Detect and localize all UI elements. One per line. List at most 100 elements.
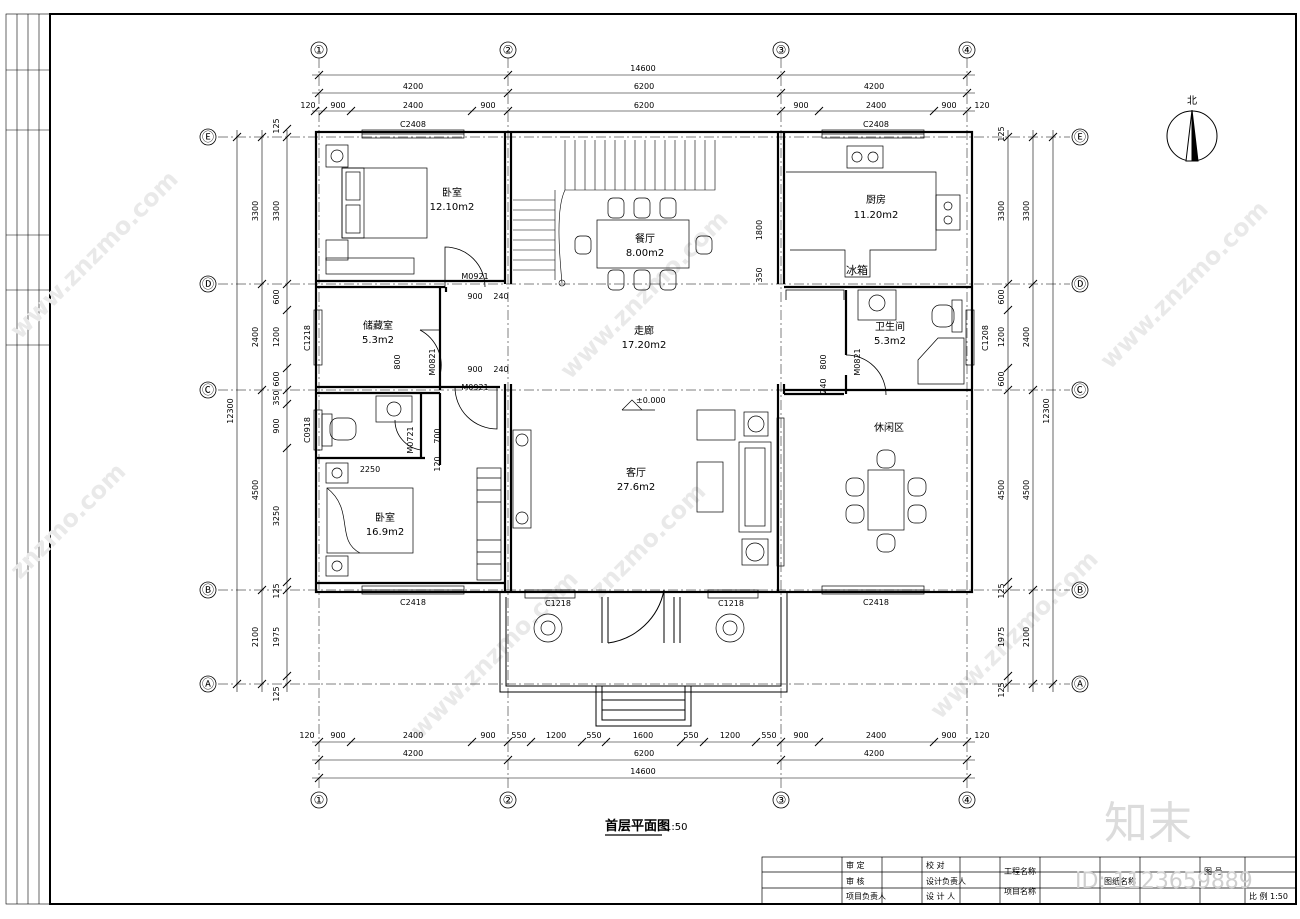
bed-1 <box>325 144 428 275</box>
room-name-storage: 储藏室 <box>363 319 393 332</box>
dim-left-detail-4: 600 <box>272 371 281 386</box>
fridge-label: 冰箱 <box>846 263 868 277</box>
tb-label-10: 比 例 <box>1249 891 1268 901</box>
small-dim-7: 700 <box>433 428 442 443</box>
axis-label-right-e: Ⓔ <box>1074 130 1086 144</box>
dim-bottom-detail-5: 1200 <box>546 731 566 740</box>
axis-label-bottom-1: ① <box>314 793 325 807</box>
axis-label-right-d: Ⓓ <box>1074 277 1086 291</box>
room-area-living: 27.6m2 <box>617 482 655 493</box>
kitchen-counter <box>786 145 961 278</box>
dim-left-row-1: 3300 <box>251 201 260 221</box>
axis-bubbles <box>199 41 1089 809</box>
dim-right-row-2: 2400 <box>1022 327 1031 347</box>
room-name-bathroom: 卫生间 <box>875 320 905 333</box>
room-name-bedroom-1: 卧室 <box>442 186 462 199</box>
opening-label-12: C1218 <box>718 599 744 608</box>
dim-top-detail-6: 2400 <box>866 101 886 110</box>
dim-left-detail-10: 125 <box>272 686 281 701</box>
dim-right-outer: 12300 <box>1042 398 1051 423</box>
opening-label-2: M0921 <box>461 272 488 281</box>
opening-label-7: C1208 <box>981 325 990 351</box>
opening-label-3: M0921 <box>461 383 488 392</box>
dim-left-row-4: 2100 <box>251 627 260 647</box>
dim-right-detail-6: 125 <box>997 583 1006 598</box>
dim-left-detail-7: 3250 <box>272 506 281 526</box>
room-name-kitchen: 厨房 <box>866 193 886 206</box>
living-room-furniture <box>512 409 785 567</box>
room-name-corridor: 走廊 <box>634 324 654 337</box>
porch <box>499 589 788 727</box>
tb-scale: 1:50 <box>1270 892 1288 901</box>
north-label: 北 <box>1187 95 1197 107</box>
axis-label-left-d: Ⓓ <box>202 277 214 291</box>
dim-left-detail-9: 1975 <box>272 627 281 647</box>
dim-left-detail-5: 350 <box>272 390 281 405</box>
dim-top-detail-4: 6200 <box>634 101 654 110</box>
room-area-storage: 5.3m2 <box>362 335 394 346</box>
opening-label-8: C0918 <box>303 417 312 443</box>
dim-top-detail-8: 120 <box>974 101 989 110</box>
dim-left-detail-3: 1200 <box>272 327 281 347</box>
dim-top-detail-3: 900 <box>480 101 495 110</box>
small-dim-4: 900 <box>467 365 482 374</box>
axis-label-bottom-4: ④ <box>962 793 973 807</box>
room-area-dining: 8.00m2 <box>626 248 664 259</box>
elevation-marker <box>621 399 655 411</box>
axis-label-top-2: ② <box>503 43 514 57</box>
bathroom-left-fixtures <box>321 395 413 447</box>
title-block <box>761 856 1297 905</box>
walls <box>314 130 974 594</box>
dim-top-detail-1: 900 <box>330 101 345 110</box>
axis-label-right-b: Ⓑ <box>1074 583 1086 597</box>
dim-bay-bottom-2: 6200 <box>634 749 654 758</box>
axis-label-bottom-3: ③ <box>776 793 787 807</box>
opening-label-0: C2408 <box>400 120 426 129</box>
tb-label-2: 项目负责人 <box>846 891 886 901</box>
dim-bay-top-1: 4200 <box>403 82 423 91</box>
dim-bottom-detail-1: 900 <box>330 731 345 740</box>
small-dim-11: 800 <box>819 354 828 369</box>
dim-bay-top-2: 6200 <box>634 82 654 91</box>
tb-label-1: 审 核 <box>846 876 865 886</box>
doors <box>394 246 887 451</box>
dim-bottom-detail-10: 550 <box>761 731 776 740</box>
small-dim-2: 900 <box>467 292 482 301</box>
dim-bottom-detail-3: 900 <box>480 731 495 740</box>
room-name-leisure: 休闲区 <box>874 421 904 434</box>
dim-bottom-detail-13: 900 <box>941 731 956 740</box>
dim-left-row-2: 2400 <box>251 327 260 347</box>
opening-label-6: C1218 <box>545 599 571 608</box>
small-dim-6: 800 <box>393 354 402 369</box>
dim-bottom-detail-11: 900 <box>793 731 808 740</box>
bed-2 <box>325 462 502 581</box>
dim-bottom-detail-2: 2400 <box>403 731 423 740</box>
dim-right-row-4: 2100 <box>1022 627 1031 647</box>
dim-right-detail-1: 3300 <box>997 201 1006 221</box>
small-dim-9: 2250 <box>360 465 380 474</box>
opening-label-13: C2418 <box>863 598 889 607</box>
room-area-kitchen: 11.20m2 <box>854 210 899 221</box>
small-dim-0: 1800 <box>755 220 764 240</box>
dim-right-detail-3: 1200 <box>997 327 1006 347</box>
id-overlay: ID: 1123659889 <box>1075 869 1253 894</box>
dim-bay-top-3: 4200 <box>864 82 884 91</box>
dim-bottom-detail-8: 550 <box>683 731 698 740</box>
elevation-label: ±0.000 <box>636 396 666 405</box>
drawing-title: 首层平面图 <box>605 818 670 834</box>
opening-label-4: M0821 <box>428 348 437 375</box>
dim-total-bottom: 14600 <box>630 767 655 776</box>
axis-lines <box>218 58 1070 790</box>
axis-label-top-1: ① <box>314 43 325 57</box>
axis-label-left-c: Ⓒ <box>202 383 214 397</box>
dim-top-detail-0: 120 <box>300 101 315 110</box>
tb-label-3: 校 对 <box>926 860 945 870</box>
dim-left-outer: 12300 <box>226 398 235 423</box>
room-name-living: 客厅 <box>626 466 646 479</box>
axis-label-left-b: Ⓑ <box>202 583 214 597</box>
dim-left-detail-1: 3300 <box>272 201 281 221</box>
dim-top-detail-5: 900 <box>793 101 808 110</box>
dim-right-detail-2: 600 <box>997 289 1006 304</box>
dim-right-detail-8: 125 <box>997 682 1006 697</box>
